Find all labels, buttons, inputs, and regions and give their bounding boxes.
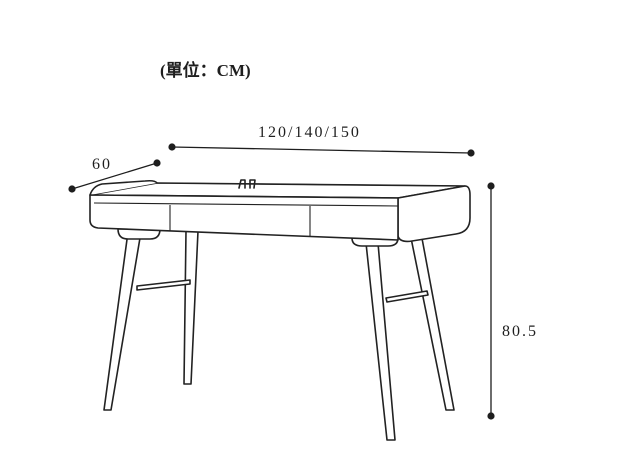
width-label: 120/140/150	[258, 124, 361, 141]
depth-label: 60	[92, 156, 112, 173]
desk-body	[89, 179, 471, 243]
height-label: 80.5	[502, 323, 538, 340]
depth-dimension-line	[71, 162, 158, 190]
back-left-leg	[183, 230, 199, 385]
right-side-panel	[397, 185, 471, 243]
depth-dimension: 60	[68, 156, 161, 193]
right-stretcher	[385, 290, 429, 303]
width-end-marker	[467, 149, 475, 157]
top-edge-line	[93, 202, 399, 207]
height-dimension: 80.5	[487, 182, 538, 420]
front-apron	[89, 194, 399, 241]
width-dimension: 120/140/150	[168, 124, 475, 157]
depth-start-marker	[68, 185, 76, 193]
width-start-marker	[168, 143, 176, 151]
back-right-leg	[409, 232, 455, 411]
height-top-marker	[487, 182, 495, 190]
back-legs	[183, 230, 455, 411]
front-left-leg	[103, 231, 142, 411]
front-right-leg	[365, 242, 396, 441]
front-legs	[103, 231, 396, 441]
left-stretcher	[136, 279, 191, 291]
cable-notch	[238, 179, 256, 189]
left-upstand	[89, 179, 158, 196]
back-rail	[156, 182, 466, 187]
drawer-front	[169, 205, 311, 237]
left-leg-mount	[117, 228, 161, 240]
height-bottom-marker	[487, 412, 495, 420]
width-dimension-line	[171, 146, 472, 154]
unit-label: (單位：CM)	[160, 60, 251, 80]
stretchers	[136, 279, 429, 303]
depth-end-marker	[153, 159, 161, 167]
